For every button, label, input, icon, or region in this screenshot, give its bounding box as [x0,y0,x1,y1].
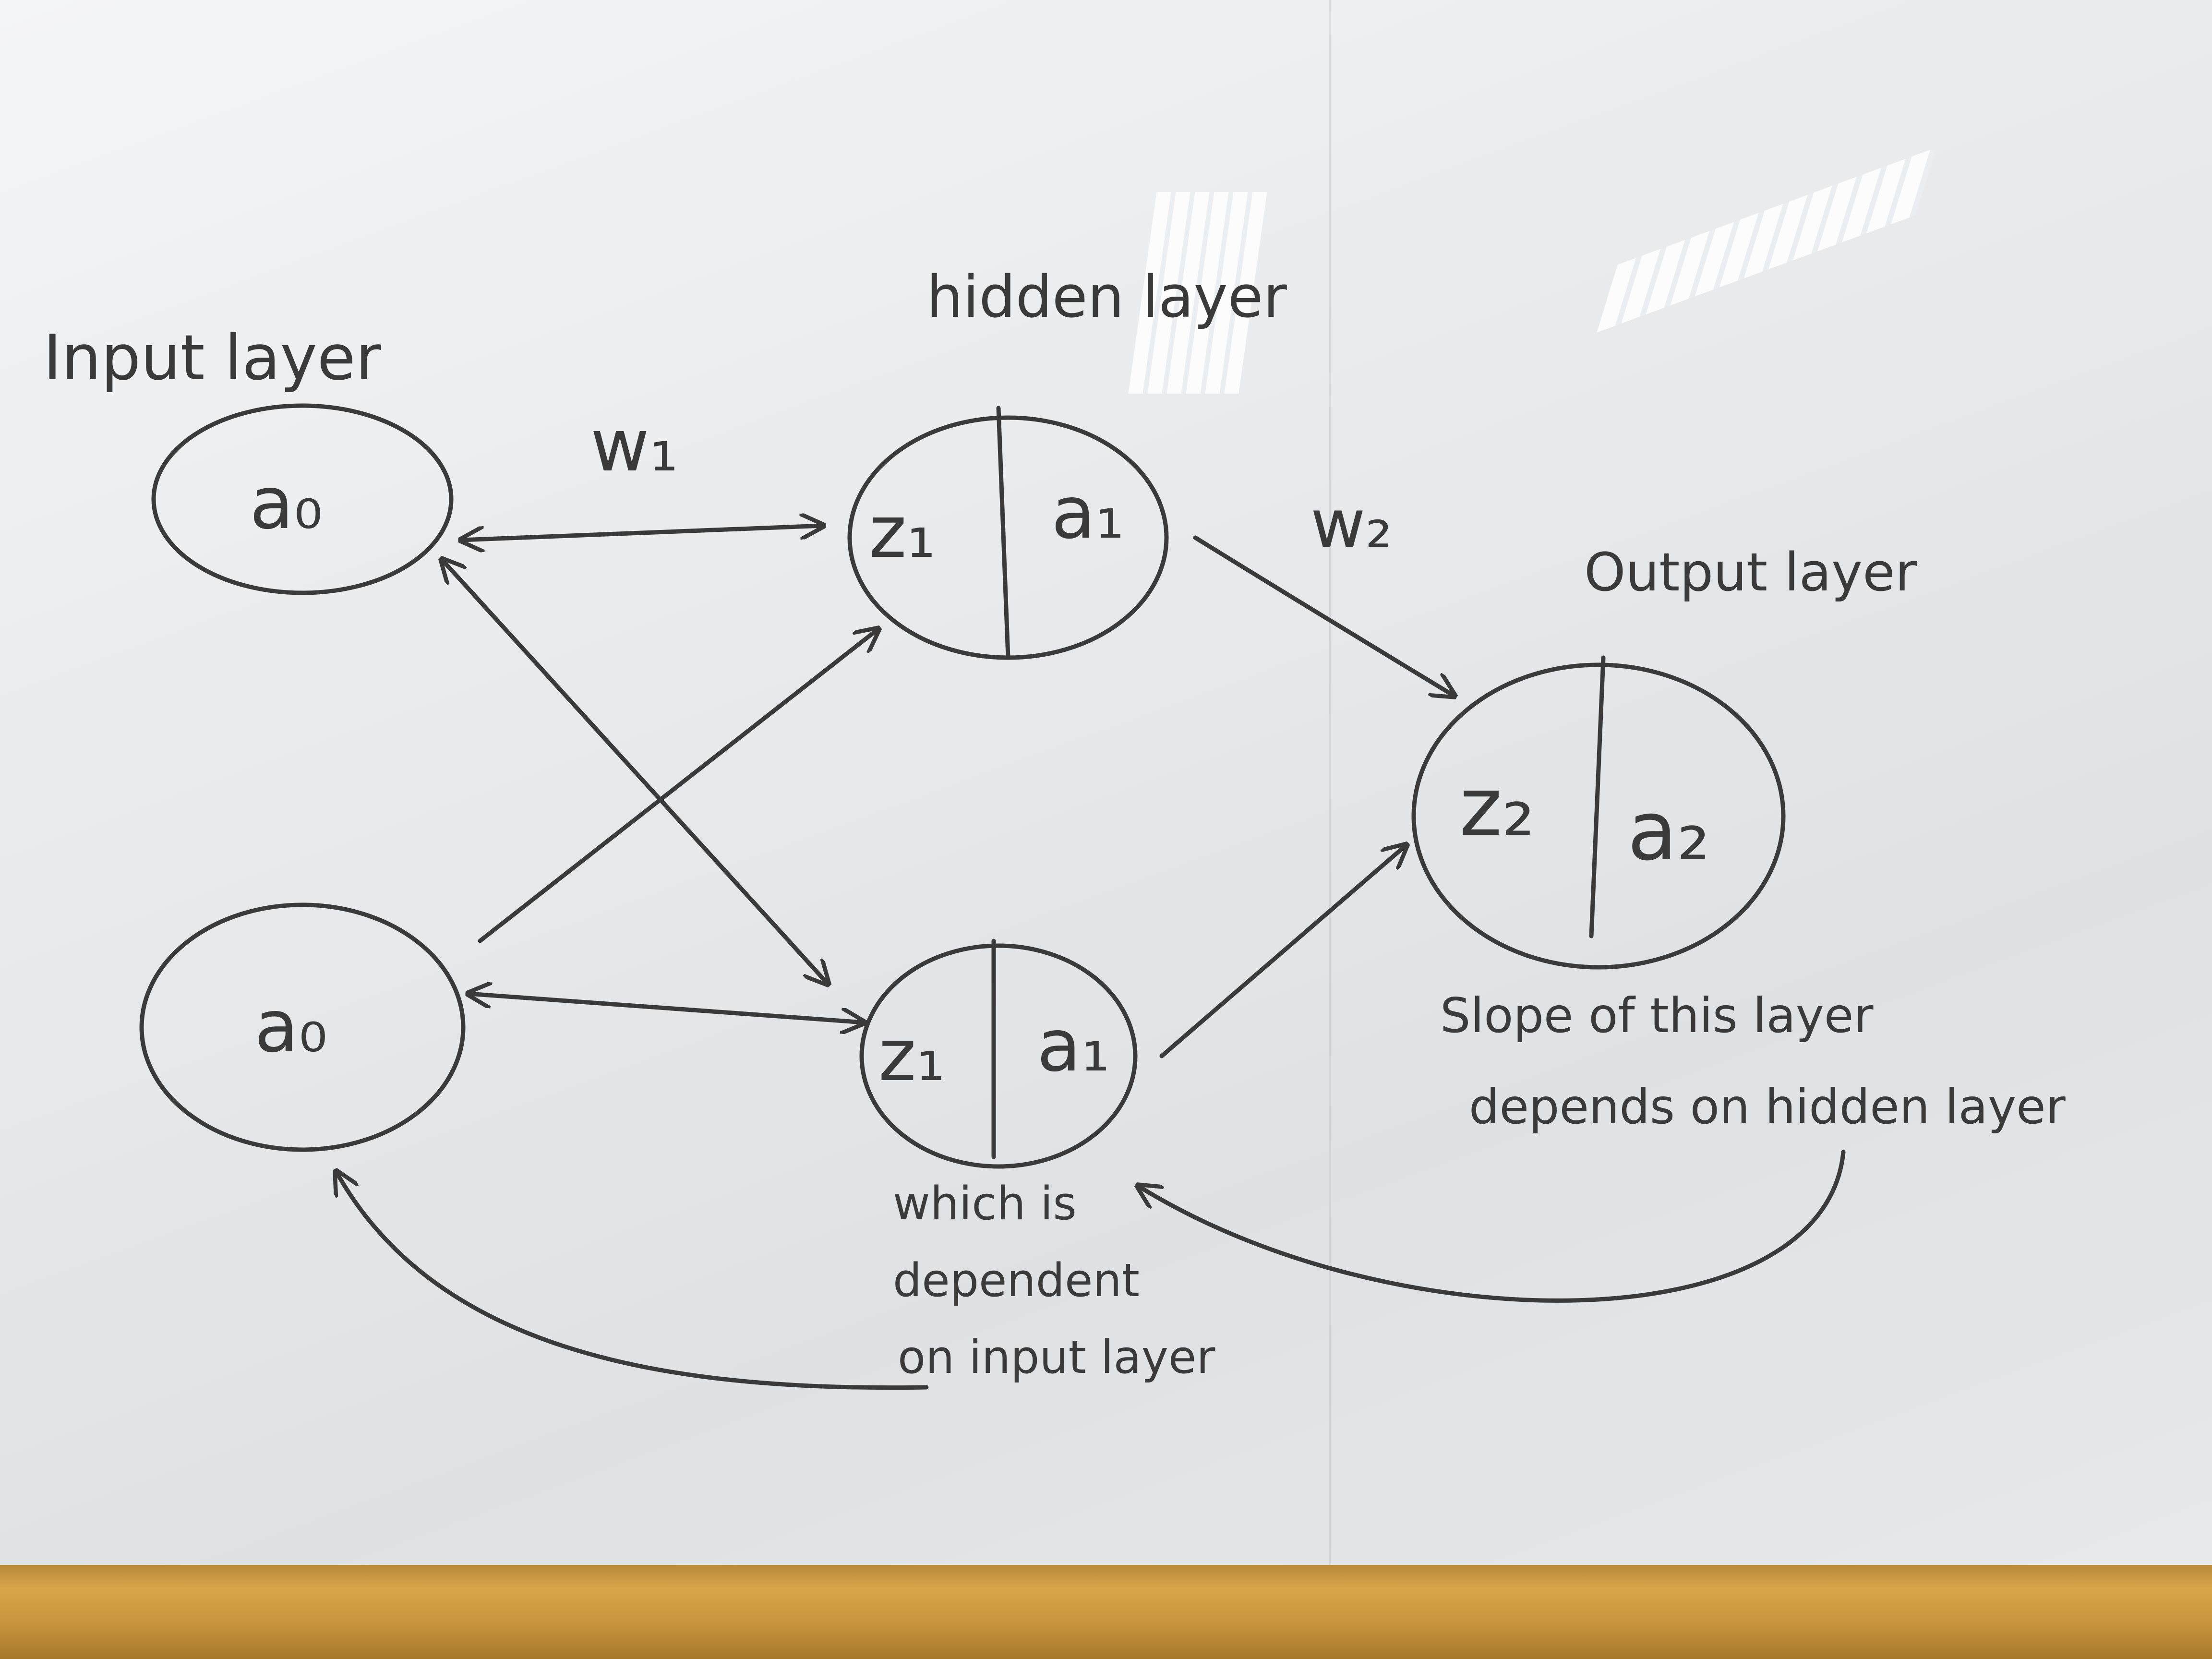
hidden-top-a-label: a₁ [1051,471,1124,555]
output-z-label: z₂ [1459,760,1535,855]
output-node [1411,662,1786,970]
edge-input-top-to-hidden-top [461,526,823,540]
output-node-divider [1589,655,1606,938]
weight-w2-label: w₂ [1310,485,1393,564]
hidden-bottom-z-label: z₁ [878,1014,945,1097]
input-node-top-label: a₀ [250,462,323,545]
input-node-top [151,403,454,595]
edge-input-top-to-hidden-bottom [442,559,828,984]
marker-tray [0,1565,2212,1659]
input-layer-label: Input layer [43,321,382,394]
hidden-node-top-divider [996,406,1010,660]
output-slope-note-line2: depends on hidden layer [1469,1079,2066,1135]
input-node-bottom [139,902,466,1152]
output-layer-label: Output layer [1584,541,1917,603]
hidden-dependency-note-line1: which is [893,1178,1077,1230]
input-node-bottom-label: a₀ [254,985,327,1069]
edge-input-bottom-to-hidden-bottom [468,994,864,1022]
edge-input-bottom-to-hidden-top [478,629,878,943]
output-slope-note-line1: Slope of this layer [1440,987,1874,1044]
hidden-dependency-note-line2: dependent [893,1254,1140,1307]
hidden-dependency-note-line3: on input layer [898,1331,1215,1384]
hidden-layer-label: hidden layer [926,264,1287,331]
backprop-arrow-to-hidden [1138,1150,1846,1303]
weight-w1-label: w₁ [590,404,678,488]
whiteboard-panel-seam [1329,0,1331,1565]
hidden-node-bottom [859,943,1138,1169]
backprop-arrow-to-input [336,1171,929,1390]
hidden-bottom-a-label: a₁ [1037,1004,1110,1088]
edge-hidden-top-to-output [1193,535,1455,696]
hidden-top-z-label: z₁ [869,491,936,574]
output-a-label: a₂ [1627,784,1710,879]
neural-network-diagram: Input layer hidden layer Output layer a₀… [43,264,2066,1390]
whiteboard [0,0,2212,1565]
edge-hidden-bottom-to-output [1159,845,1407,1058]
